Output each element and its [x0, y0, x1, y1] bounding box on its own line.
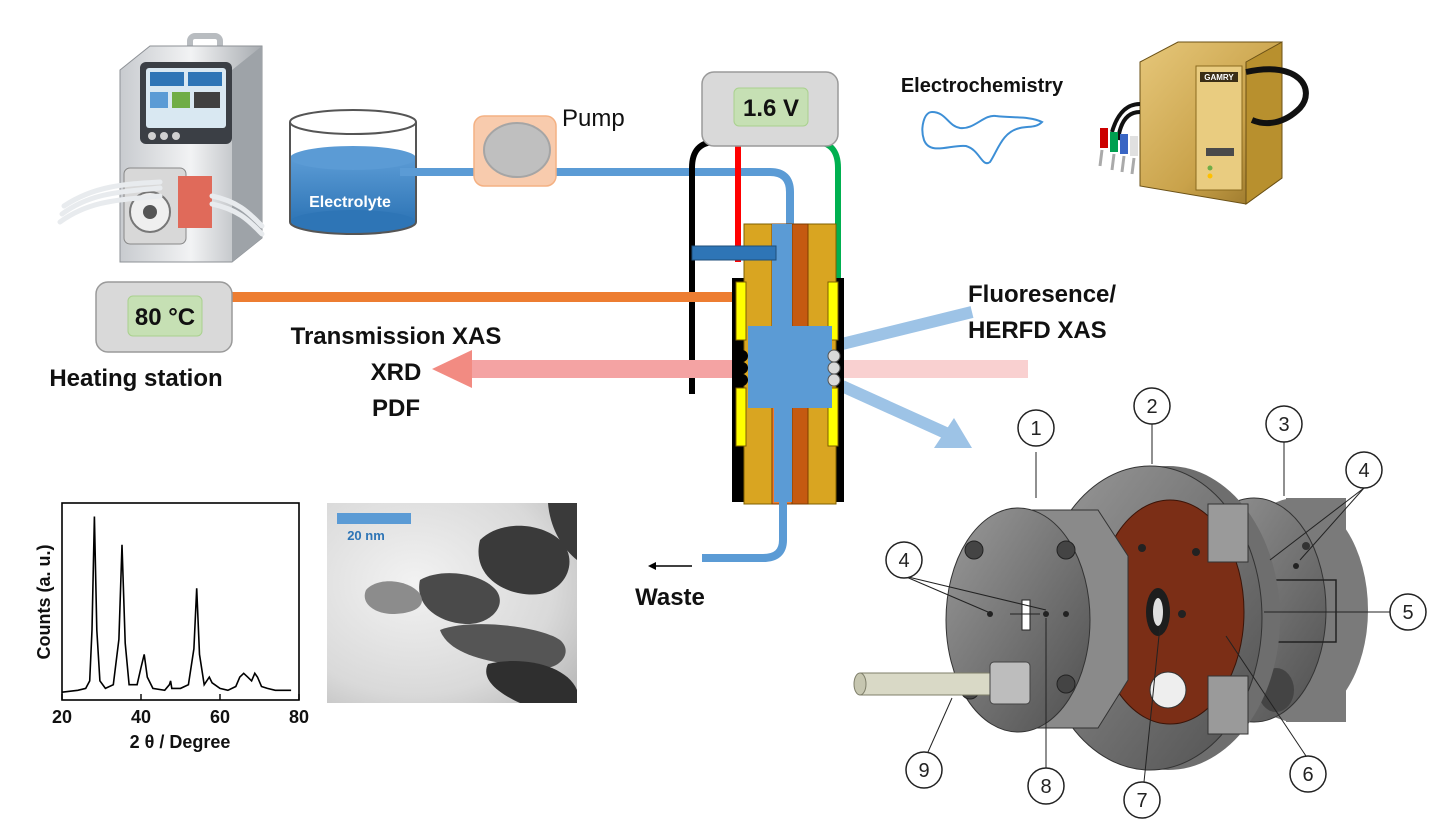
black-wire — [689, 139, 717, 394]
callout-4-left-label: 4 — [898, 550, 909, 572]
callout-5-label: 5 — [1402, 602, 1413, 624]
transmission-arrowhead — [432, 350, 472, 388]
waste-tube — [702, 502, 787, 562]
heating-station: 80 °C Heating station — [49, 281, 732, 392]
xrd-x-tick-label: 60 — [210, 707, 230, 727]
xrd-x-ticks: 20 40 60 80 — [52, 694, 309, 727]
xrd-y-axis-label: Counts (a. u.) — [34, 545, 54, 660]
fluorescence-label-line1: Fluoresence/ — [968, 281, 1116, 308]
potentiostat-photo: GAMRY — [1098, 41, 1309, 205]
xrd-label: XRD — [371, 359, 422, 386]
electrolyte-tube — [400, 168, 794, 226]
potentiostat-display: 1.6 V — [689, 71, 841, 394]
callout-3-label: 3 — [1278, 414, 1289, 436]
callout-7-label: 7 — [1136, 790, 1147, 812]
beams — [432, 306, 1028, 448]
voltage-readout: 1.6 V — [743, 95, 799, 122]
callout-2-label: 2 — [1146, 396, 1157, 418]
xrd-series-line — [61, 516, 292, 693]
fluorescence-out-beam — [839, 380, 951, 440]
heating-station-label: Heating station — [49, 365, 222, 392]
cyclic-voltammogram-icon — [921, 110, 1044, 165]
callout-9-label: 9 — [918, 760, 929, 782]
electrochemistry-label: Electrochemistry — [901, 75, 1064, 97]
pump-label: Pump — [562, 105, 625, 132]
transmitted-beam — [470, 360, 732, 378]
xrd-x-tick-label: 20 — [52, 707, 72, 727]
electrolyte-beaker: Electrolyte — [289, 109, 417, 235]
fluorescence-in-beam — [840, 306, 974, 350]
callout-4-right-label: 4 — [1358, 460, 1369, 482]
waste-label: Waste — [635, 584, 705, 611]
callout-2: 2 — [1133, 387, 1171, 464]
callout-8: 8 — [1027, 618, 1065, 805]
waste-arrow — [648, 562, 692, 570]
pdf-label: PDF — [372, 395, 420, 422]
xrd-x-axis-label: 2 θ / Degree — [130, 732, 231, 752]
electrode-contact-bar — [691, 245, 777, 261]
callout-3: 3 — [1265, 405, 1303, 496]
callout-4-left: 4 — [885, 541, 1047, 613]
scale-bar-label: 20 nm — [347, 528, 385, 543]
electrolyte-label: Electrolyte — [309, 194, 391, 211]
fluorescence-arrowhead — [934, 418, 972, 448]
callout-8-label: 8 — [1040, 776, 1051, 798]
scale-bar — [337, 513, 411, 524]
tem-image: 20 nm — [327, 503, 577, 703]
callout-1-label: 1 — [1030, 418, 1041, 440]
fluorescence-label-line2: HERFD XAS — [968, 317, 1107, 344]
callout-4-right: 4 — [1269, 451, 1383, 561]
peristaltic-pump-photo — [57, 33, 265, 263]
device-brand: GAMRY — [1204, 73, 1234, 82]
cell-cross-section — [691, 223, 844, 505]
callout-5: 5 — [1264, 593, 1427, 631]
callout-1: 1 — [1017, 409, 1055, 498]
callout-9: 9 — [905, 697, 953, 789]
temperature-readout: 80 °C — [135, 304, 195, 331]
callout-6-label: 6 — [1302, 764, 1313, 786]
pump-head: Pump — [473, 105, 625, 187]
transmission-xas-label: Transmission XAS — [291, 323, 502, 350]
incident-beam — [840, 360, 1028, 378]
xrd-x-tick-label: 40 — [131, 707, 151, 727]
cell-exploded-view: 1 2 3 4 4 5 6 7 8 9 — [853, 387, 1427, 819]
xrd-x-tick-label: 80 — [289, 707, 309, 727]
xrd-plot-frame — [61, 502, 300, 701]
callout-6: 6 — [1225, 635, 1327, 793]
xrd-chart: 20 40 60 80 2 θ / Degree Counts (a. u.) — [34, 502, 309, 752]
callout-7: 7 — [1123, 625, 1161, 819]
